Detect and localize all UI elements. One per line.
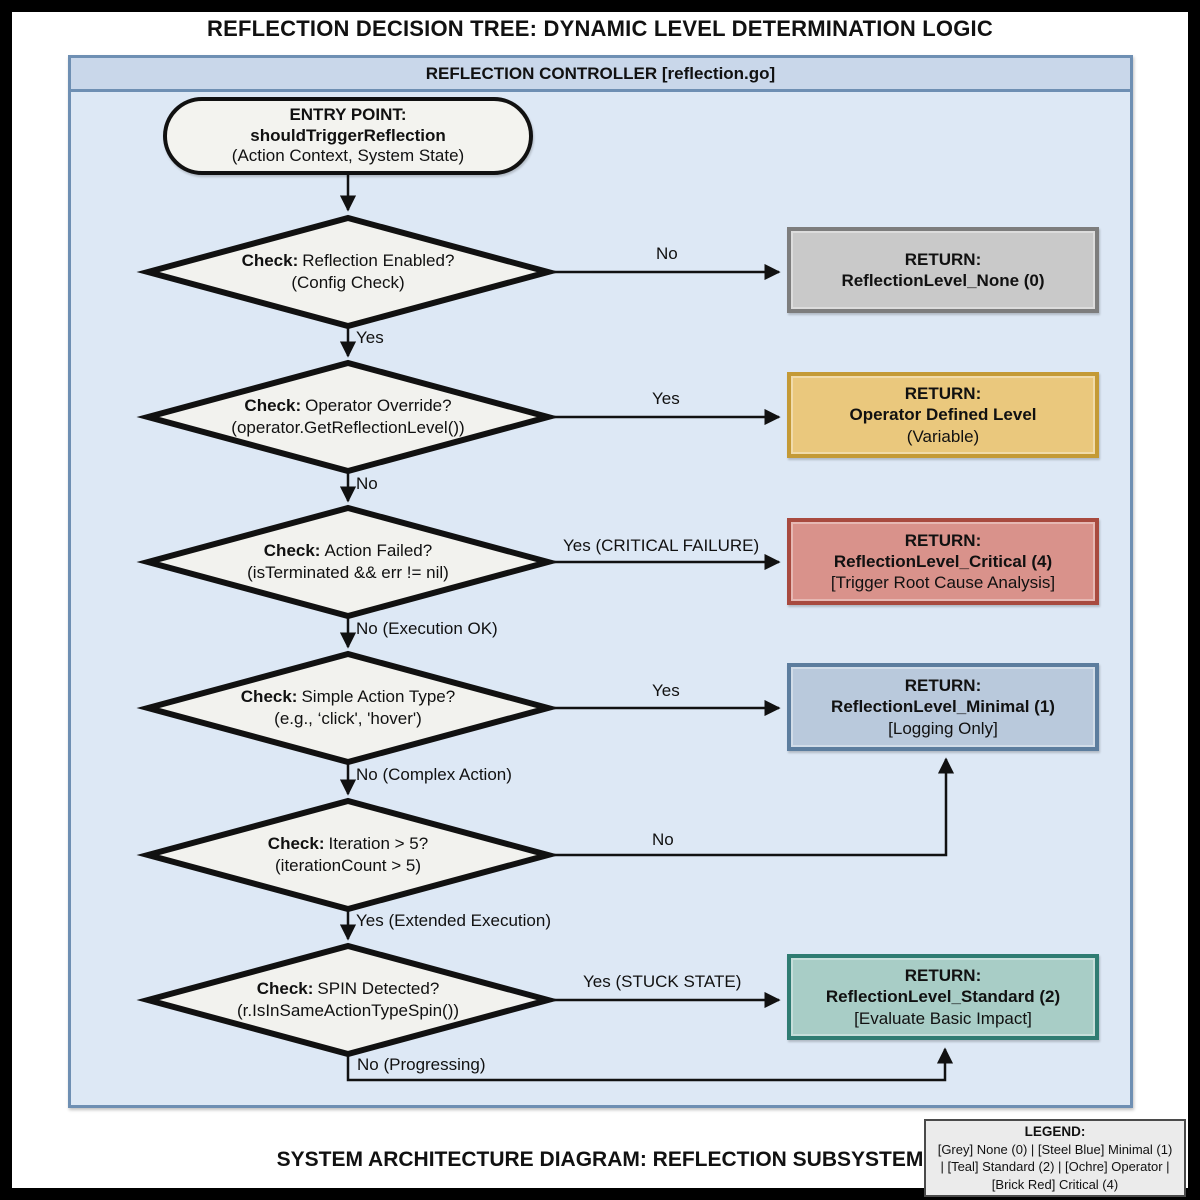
return-keyword: RETURN:	[904, 676, 982, 696]
legend-line2: | [Teal] Standard (2) | [Ochre] Operator…	[940, 1159, 1170, 1175]
check-detail: (r.IsInSameActionTypeSpin())	[236, 1001, 460, 1020]
check-detail: (e.g., ‘click', 'hover')	[274, 709, 422, 728]
edge-label-d6-yes: Yes (STUCK STATE)	[583, 972, 742, 991]
return-box-critical: RETURN: ReflectionLevel_Critical (4) [Tr…	[787, 518, 1099, 605]
entry-point-node: ENTRY POINT: shouldTriggerReflection (Ac…	[163, 97, 533, 175]
return-keyword: RETURN:	[904, 249, 982, 269]
entry-line1: ENTRY POINT:	[289, 104, 407, 124]
decision-label-iteration-gt5: Check:Iteration > 5? (iterationCount > 5…	[148, 831, 548, 879]
edge-label-d3-no: No (Execution OK)	[356, 619, 498, 638]
decision-label-operator-override: Check:Operator Override? (operator.GetRe…	[148, 393, 548, 441]
legend-line3: [Brick Red] Critical (4)	[991, 1176, 1119, 1192]
decision-label-spin-detected: Check:SPIN Detected? (r.IsInSameActionTy…	[148, 976, 548, 1024]
return-box-minimal: RETURN: ReflectionLevel_Minimal (1) [Log…	[787, 663, 1099, 751]
return-value: ReflectionLevel_None (0)	[841, 271, 1045, 290]
return-note: (Variable)	[906, 426, 980, 446]
check-prefix: Check:	[244, 396, 302, 416]
return-note: [Trigger Root Cause Analysis]	[830, 573, 1056, 593]
check-detail: (iterationCount > 5)	[275, 856, 421, 875]
return-keyword: RETURN:	[904, 384, 982, 404]
edge-label-d4-no: No (Complex Action)	[356, 765, 512, 784]
check-prefix: Check:	[263, 541, 321, 561]
edge-label-d6-no: No (Progressing)	[357, 1055, 486, 1074]
check-prefix: Check:	[267, 834, 325, 854]
decision-label-simple-action-type: Check:Simple Action Type? (e.g., ‘click'…	[148, 684, 548, 732]
return-keyword: RETURN:	[904, 966, 982, 986]
return-value: ReflectionLevel_Minimal (1)	[831, 697, 1055, 717]
edge-label-d2-no: No	[356, 474, 378, 493]
legend-line1: [Grey] None (0) | [Steel Blue] Minimal (…	[937, 1141, 1173, 1157]
check-question: Iteration > 5?	[328, 834, 429, 854]
page-title: REFLECTION DECISION TREE: DYNAMIC LEVEL …	[207, 16, 993, 41]
edge-label-d4-yes: Yes	[652, 681, 680, 700]
controller-header: REFLECTION CONTROLLER [reflection.go]	[71, 58, 1130, 92]
check-detail: (isTerminated && err != nil)	[247, 563, 449, 582]
return-value: ReflectionLevel_Standard (2)	[825, 987, 1061, 1007]
edge-label-d5-no: No	[652, 830, 674, 849]
return-note: [Evaluate Basic Impact]	[854, 1008, 1032, 1028]
return-value: ReflectionLevel_Critical (4)	[833, 551, 1053, 571]
entry-line2: shouldTriggerReflection	[250, 125, 446, 145]
footer-caption: SYSTEM ARCHITECTURE DIAGRAM: REFLECTION …	[276, 1148, 924, 1171]
check-detail: (operator.GetReflectionLevel())	[231, 418, 465, 437]
return-keyword: RETURN:	[904, 530, 982, 550]
decision-label-reflection-enabled: Check:Reflection Enabled? (Config Check)	[148, 248, 548, 296]
entry-line3: (Action Context, System State)	[231, 146, 465, 166]
edge-label-d2-yes: Yes	[652, 389, 680, 408]
return-value: Operator Defined Level	[849, 405, 1037, 425]
legend-box: LEGEND: [Grey] None (0) | [Steel Blue] M…	[924, 1119, 1186, 1197]
edge-label-d5-yes: Yes (Extended Execution)	[356, 911, 551, 930]
check-question: SPIN Detected?	[317, 979, 440, 999]
return-note: [Logging Only]	[888, 718, 998, 738]
check-detail: (Config Check)	[291, 273, 405, 292]
return-box-standard: RETURN: ReflectionLevel_Standard (2) [Ev…	[787, 954, 1099, 1040]
edge-label-d1-yes: Yes	[356, 328, 384, 347]
check-question: Reflection Enabled?	[302, 251, 455, 271]
edge-label-d1-no: No	[656, 244, 678, 263]
edge-label-d3-yes: Yes (CRITICAL FAILURE)	[563, 536, 760, 555]
check-question: Simple Action Type?	[301, 687, 456, 707]
return-box-operator-defined: RETURN: Operator Defined Level (Variable…	[787, 372, 1099, 458]
check-prefix: Check:	[240, 687, 298, 707]
check-prefix: Check:	[241, 251, 299, 271]
return-box-none: RETURN: ReflectionLevel_None (0)	[787, 227, 1099, 313]
check-question: Action Failed?	[324, 541, 433, 561]
legend-title: LEGEND:	[1024, 1123, 1086, 1139]
decision-label-action-failed: Check:Action Failed? (isTerminated && er…	[148, 538, 548, 586]
check-prefix: Check:	[256, 979, 314, 999]
check-question: Operator Override?	[305, 396, 452, 416]
